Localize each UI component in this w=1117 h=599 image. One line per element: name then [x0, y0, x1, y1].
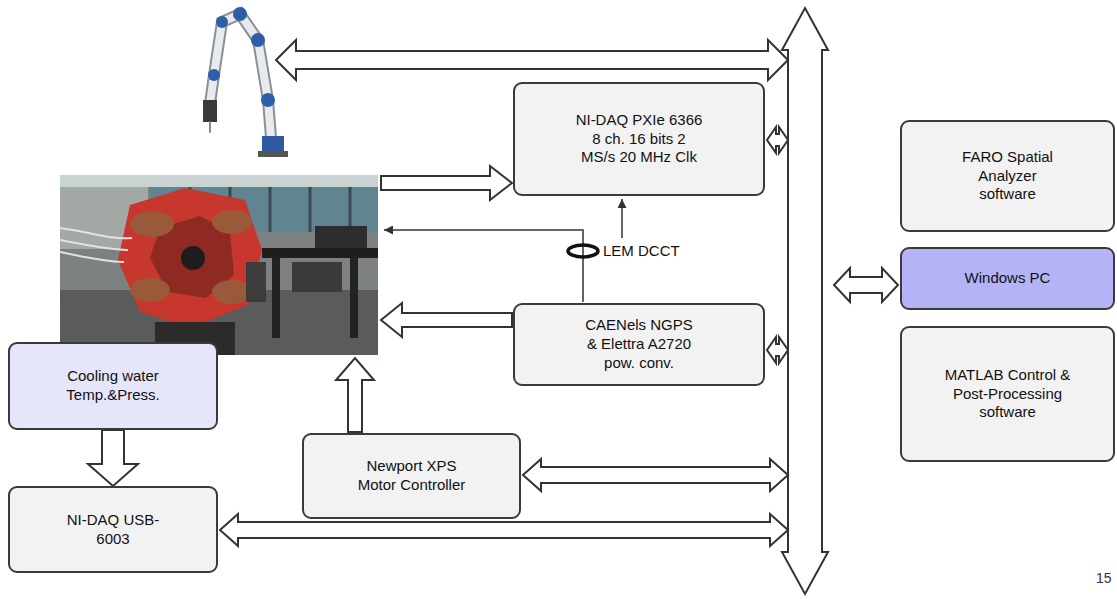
- device-box: NI-DAQ PXIe 6366 8 ch. 16 bits 2 MS/s 20…: [513, 82, 765, 196]
- box-text: Windows PC: [965, 269, 1051, 288]
- magnet-photo: [60, 175, 378, 355]
- magnet-coil: [130, 211, 174, 237]
- box-text: CAENels NGPS & Elettra A2720 pow. conv.: [582, 316, 697, 372]
- device-box: MATLAB Control & Post-Processing softwar…: [900, 326, 1115, 462]
- magnet-yoke: [118, 188, 262, 328]
- probe-holder: [246, 262, 266, 302]
- dcct-signal-line: [621, 199, 623, 238]
- device-box: Windows PC: [900, 247, 1115, 310]
- bus-link-arrow: [276, 40, 788, 80]
- arm-segments: [210, 14, 272, 150]
- sensor-label: LEM DCCT: [603, 242, 680, 260]
- arm-outline: [210, 14, 272, 150]
- box-text-group: FARO Spatial Analyzer software: [950, 148, 1065, 204]
- magnet-aperture: [181, 246, 205, 270]
- photo-cables: [60, 228, 132, 262]
- box-text: NI-DAQ USB-6003: [58, 511, 168, 549]
- arm-joint: [216, 16, 228, 28]
- page-number: 15: [1096, 570, 1112, 587]
- magnet-coil: [212, 210, 252, 234]
- box-text-group: Windows PC: [965, 269, 1051, 288]
- box-text-group: NI-DAQ USB-6003: [58, 511, 168, 549]
- box-text: Cooling water Temp.&Press.: [43, 367, 183, 405]
- arm-base: [262, 136, 284, 152]
- arm-joint: [261, 93, 275, 107]
- box-text: NI-DAQ PXIe 6366 8 ch. 16 bits 2 MS/s 20…: [576, 111, 703, 167]
- power-arrow: [381, 303, 512, 337]
- bus-link-arrow: [767, 127, 788, 153]
- box-text: FARO Spatial Analyzer software: [950, 148, 1065, 204]
- bus-link-arrow: [523, 459, 788, 491]
- bench-top: [262, 248, 378, 258]
- box-text-group: CAENels NGPS & Elettra A2720 pow. conv.: [582, 316, 697, 372]
- system-bus-arrow: [782, 8, 828, 594]
- motor-stage: [315, 226, 367, 248]
- device-box: CAENels NGPS & Elettra A2720 pow. conv.: [513, 303, 765, 386]
- current-lead: [384, 230, 583, 302]
- bench-leg: [350, 258, 358, 338]
- box-text-group: Newport XPS Motor Controller: [352, 457, 472, 495]
- flow-arrow: [88, 430, 138, 486]
- arm-joint: [208, 69, 220, 81]
- box-text-group: NI-DAQ PXIe 6366 8 ch. 16 bits 2 MS/s 20…: [576, 111, 703, 167]
- device-box: Newport XPS Motor Controller: [302, 433, 521, 519]
- motor-stage: [292, 262, 342, 292]
- bus-link-arrow: [767, 337, 788, 363]
- box-text: MATLAB Control & Post-Processing softwar…: [942, 366, 1074, 422]
- motion-arrow: [336, 358, 374, 432]
- box-text-group: Cooling water Temp.&Press.: [43, 367, 183, 405]
- arm-joint: [251, 33, 265, 47]
- box-text-group: MATLAB Control & Post-Processing softwar…: [942, 366, 1074, 422]
- device-box: Cooling water Temp.&Press.: [8, 342, 218, 430]
- arm-probe: [203, 100, 217, 122]
- box-text: Newport XPS Motor Controller: [352, 457, 472, 495]
- arm-joint: [233, 7, 247, 21]
- magnet-coil: [130, 278, 170, 302]
- bus-link-arrow: [834, 268, 898, 302]
- arm-probe-tip: [209, 122, 211, 132]
- device-box: NI-DAQ USB-6003: [8, 486, 218, 573]
- signal-arrow: [381, 166, 512, 200]
- bench-leg: [272, 258, 280, 338]
- bus-links: [220, 40, 898, 546]
- device-box: FARO Spatial Analyzer software: [900, 120, 1115, 232]
- photo-ceiling: [60, 175, 378, 187]
- dcct-ring: [568, 245, 598, 257]
- photo-wall: [60, 175, 378, 355]
- faro-arm: [203, 7, 288, 157]
- arm-base: [258, 151, 288, 157]
